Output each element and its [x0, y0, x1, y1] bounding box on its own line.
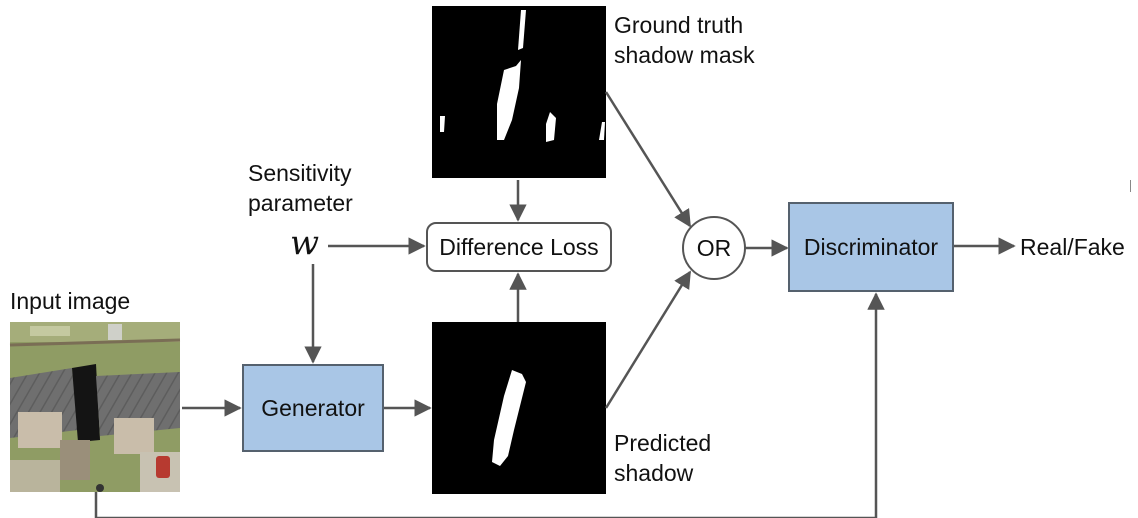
edge-tick-mark: [1130, 180, 1131, 192]
predicted-shadow-label-line2: shadow: [614, 460, 694, 486]
generator-block: Generator: [242, 364, 384, 452]
predicted-shadow-label: Predicted shadow: [614, 428, 711, 488]
predicted-shadow-label-line1: Predicted: [614, 430, 712, 456]
discriminator-block: Discriminator: [788, 202, 954, 292]
or-node: OR: [682, 216, 746, 280]
sensitivity-label-line2: parameter: [248, 190, 353, 216]
difference-loss-label: Difference Loss: [439, 233, 599, 260]
generator-label: Generator: [261, 394, 365, 421]
sensitivity-label: Sensitivity parameter: [248, 158, 353, 218]
ground-truth-mask-image: [432, 6, 606, 178]
input-image-label: Input image: [10, 288, 131, 314]
sensitivity-w-symbol: w: [290, 223, 320, 263]
arrow-mask-to-or: [604, 91, 692, 228]
ground-truth-label-line2: shadow mask: [614, 42, 755, 68]
difference-loss-box: Difference Loss: [426, 222, 612, 272]
sensitivity-label-line1: Sensitivity: [248, 160, 352, 186]
real-fake-output-label: Real/Fake: [1020, 234, 1125, 260]
arrow-predicted-to-or: [604, 270, 692, 409]
predicted-shadow-image: [432, 322, 606, 494]
or-label: OR: [696, 234, 732, 261]
arrow-input-to-discriminator: [94, 292, 885, 518]
ground-truth-label-line1: Ground truth: [614, 12, 744, 38]
ground-truth-label: Ground truth shadow mask: [614, 10, 755, 70]
input-aerial-image: [9, 322, 181, 492]
discriminator-label: Discriminator: [803, 233, 939, 260]
connectors: [94, 91, 1016, 518]
